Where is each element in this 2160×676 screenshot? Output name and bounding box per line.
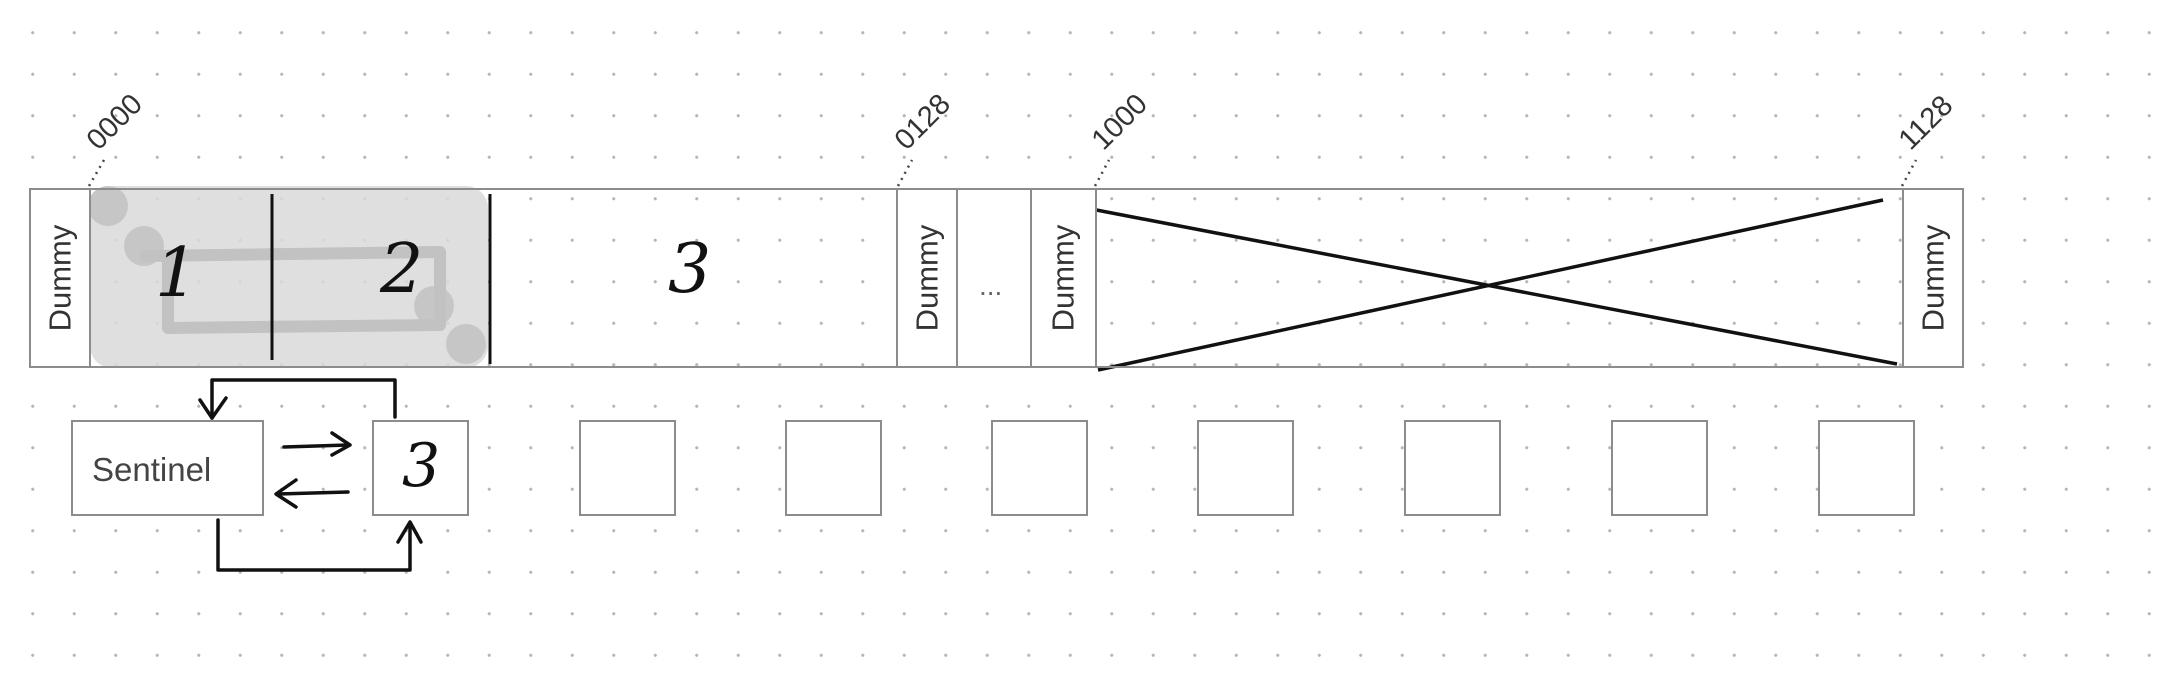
empty-slot-1 — [579, 420, 676, 516]
dummy-label: Dummy — [909, 224, 944, 332]
dummy-label: Dummy — [42, 224, 77, 332]
cell-label-3: 3 — [668, 230, 712, 309]
list-links — [198, 378, 423, 572]
dummy-label: Dummy — [1915, 224, 1950, 332]
list-node-3-label: 3 — [402, 431, 441, 501]
empty-slot-3 — [991, 420, 1088, 516]
gap-ellipsis: ... — [979, 270, 1003, 301]
empty-slot-2 — [785, 420, 882, 516]
cell-label-1: 1 — [155, 234, 199, 313]
empty-slot-7 — [1818, 420, 1915, 516]
dummy-label: Dummy — [1045, 224, 1081, 332]
empty-slot-4 — [1197, 420, 1294, 516]
chunk-region-main — [89, 188, 898, 368]
gap-block — [956, 188, 1032, 368]
dummy-block-start: Dummy — [29, 188, 91, 368]
address-leaders — [87, 159, 1918, 187]
selection-highlight — [88, 186, 488, 368]
list-node-3 — [372, 420, 469, 516]
dummy-block-start-second: Dummy — [1030, 188, 1097, 368]
sentinel-label: Sentinel — [92, 451, 212, 488]
freed-region-cross — [1085, 198, 1898, 372]
dummy-block-end-first: Dummy — [896, 188, 958, 368]
dummy-block-end-second: Dummy — [1902, 188, 1964, 368]
cell-label-2: 2 — [380, 230, 424, 309]
sentinel-node — [71, 420, 264, 516]
empty-slot-6 — [1611, 420, 1708, 516]
freed-region — [1095, 188, 1904, 368]
empty-slot-5 — [1404, 420, 1501, 516]
